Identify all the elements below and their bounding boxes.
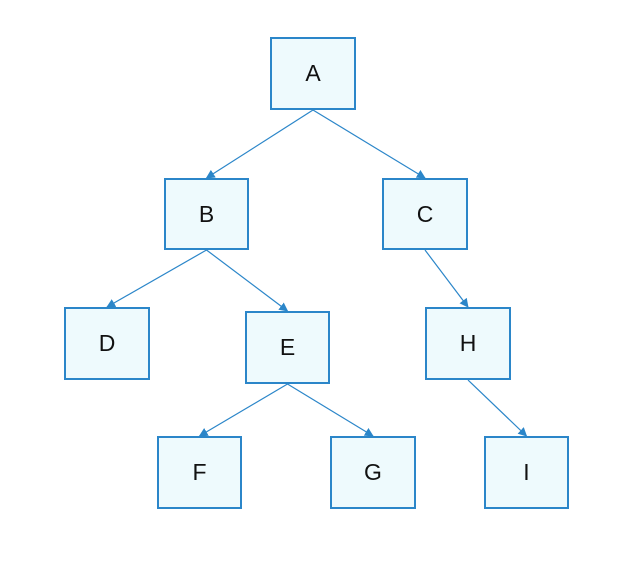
edge-c-h	[424, 249, 469, 308]
node-a: A	[270, 37, 356, 110]
node-g-label: G	[364, 459, 382, 485]
node-c: C	[382, 178, 468, 250]
node-d-label: D	[98, 330, 116, 356]
node-f: F	[157, 436, 242, 509]
node-e-label: E	[279, 334, 296, 360]
node-h-label: H	[459, 330, 477, 356]
edge-b-e	[206, 249, 289, 312]
node-b: B	[164, 178, 249, 250]
node-b-label: B	[198, 200, 215, 227]
edge-h-i	[467, 379, 528, 437]
node-a-label: A	[305, 60, 321, 86]
node-c-label: C	[416, 200, 434, 227]
edge-b-d	[106, 249, 207, 308]
edge-e-f	[198, 383, 288, 437]
node-d: D	[64, 307, 150, 380]
node-g: G	[330, 436, 416, 509]
edge-e-g	[287, 383, 374, 437]
node-e: E	[245, 311, 330, 384]
node-f-label: F	[192, 459, 207, 485]
node-h: H	[425, 307, 511, 380]
edge-a-c	[312, 109, 426, 179]
node-i: I	[484, 436, 569, 509]
edge-a-b	[205, 109, 314, 179]
node-i-label: I	[523, 459, 530, 485]
